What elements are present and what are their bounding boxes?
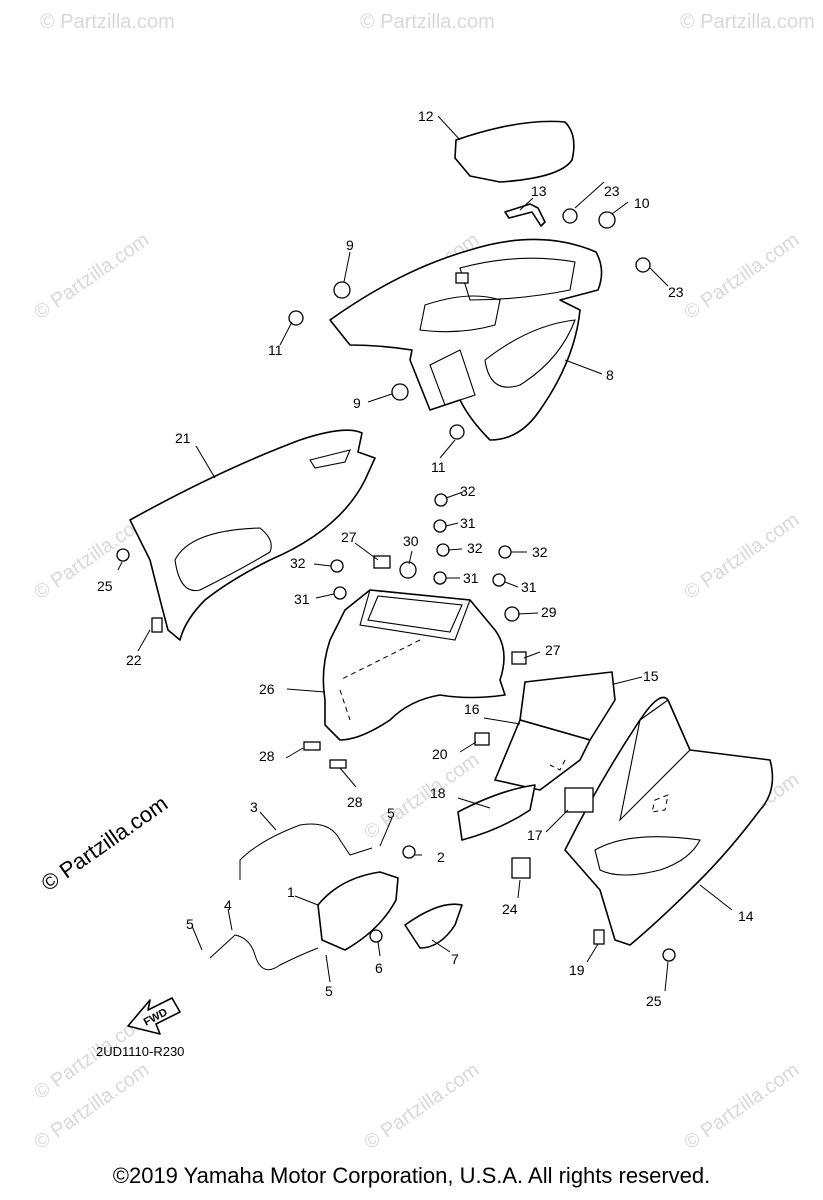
part-21-side-cover-left <box>129 429 376 641</box>
callout-15: 15 <box>643 668 659 684</box>
callout-19: 19 <box>569 962 585 978</box>
watermark: © Partzilla.com <box>40 11 175 33</box>
part-3-hose <box>239 823 373 880</box>
callout-28: 28 <box>347 794 363 810</box>
watermark: © Partzilla.com <box>680 229 803 324</box>
watermark: © Partzilla.com <box>360 11 495 33</box>
part-20-block <box>474 732 490 746</box>
callout-23: 23 <box>604 183 620 199</box>
callout-28: 28 <box>259 748 275 764</box>
part-18-guard <box>457 784 536 841</box>
callout-30: 30 <box>403 533 419 549</box>
callout-16: 16 <box>464 701 480 717</box>
callout-1: 1 <box>287 884 295 900</box>
callout-8: 8 <box>606 367 614 383</box>
callout-5: 5 <box>325 983 333 999</box>
callout-12: 12 <box>418 108 434 124</box>
callout-24: 24 <box>502 901 518 917</box>
callout-4: 4 <box>224 897 232 913</box>
callout-14: 14 <box>738 908 754 924</box>
part-15-16-inner-panel <box>494 671 616 791</box>
watermark: © Partzilla.com <box>680 509 803 604</box>
callout-31: 31 <box>294 591 310 607</box>
part-8-rear-cowl <box>329 238 603 441</box>
watermark: © Partzilla.com <box>680 11 815 33</box>
callout-10: 10 <box>634 195 650 211</box>
part-12-seat-pad <box>454 120 575 183</box>
part-26-center-panel <box>322 589 506 741</box>
callout-31: 31 <box>463 570 479 586</box>
part-17-block <box>564 787 594 813</box>
callout-13: 13 <box>531 183 547 199</box>
watermark: © Partzilla.com <box>360 1059 483 1154</box>
callout-11: 11 <box>268 342 283 358</box>
part-13-bracket <box>504 203 546 227</box>
callout-5: 5 <box>186 916 194 932</box>
callout-31: 31 <box>460 515 476 531</box>
callout-18: 18 <box>430 785 446 801</box>
callout-2: 2 <box>437 849 445 865</box>
watermark: © Partzilla.com <box>30 229 153 324</box>
diagram-code: 2UD1110-R230 <box>96 1044 185 1059</box>
callout-26: 26 <box>259 681 275 697</box>
callout-29: 29 <box>541 604 557 620</box>
callout-17: 17 <box>527 827 543 843</box>
callout-21: 21 <box>175 430 191 446</box>
fasteners <box>116 208 676 962</box>
part-7-cover <box>404 903 463 949</box>
callout-22: 22 <box>126 652 142 668</box>
callout-6: 6 <box>375 960 383 976</box>
callout-27: 27 <box>545 642 561 658</box>
part-14-side-cover-right <box>564 696 774 946</box>
leader-lines <box>117 115 733 992</box>
part-24-block <box>511 857 531 879</box>
callout-32: 32 <box>460 483 476 499</box>
callout-5: 5 <box>387 805 395 821</box>
fwd-arrow-icon: FWD <box>127 997 181 1035</box>
part-1-reservoir <box>317 871 399 951</box>
callout-20: 20 <box>432 746 448 762</box>
callout-7: 7 <box>451 951 459 967</box>
watermark-large: © Partzilla.com <box>37 791 173 897</box>
callout-3: 3 <box>250 799 258 815</box>
callout-11: 11 <box>431 459 446 475</box>
callout-32: 32 <box>532 544 548 560</box>
copyright-notice: ©2019 Yamaha Motor Corporation, U.S.A. A… <box>112 1163 711 1188</box>
part-4-hose <box>209 934 319 971</box>
callout-23: 23 <box>668 284 684 300</box>
watermark: © Partzilla.com <box>680 1059 803 1154</box>
callout-25: 25 <box>646 993 662 1009</box>
callouts: 12 13 23 10 23 9 11 8 9 11 21 32 31 32 3… <box>97 108 754 1009</box>
callout-27: 27 <box>341 529 357 545</box>
watermarks: © Partzilla.com © Partzilla.com © Partzi… <box>30 11 815 1154</box>
callout-9: 9 <box>353 395 361 411</box>
callout-31: 31 <box>521 579 537 595</box>
callout-32: 32 <box>467 540 483 556</box>
callout-32: 32 <box>290 555 306 571</box>
callout-9: 9 <box>346 237 354 253</box>
callout-25: 25 <box>97 578 113 594</box>
